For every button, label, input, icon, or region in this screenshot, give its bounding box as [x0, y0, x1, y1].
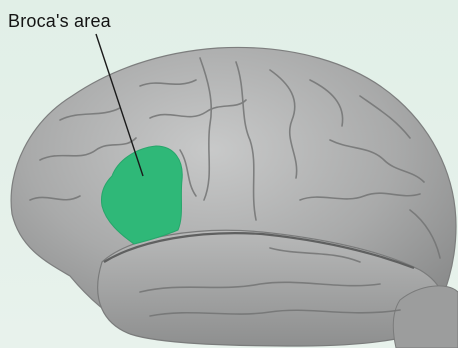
brocas-area-label: Broca's area	[8, 11, 111, 32]
